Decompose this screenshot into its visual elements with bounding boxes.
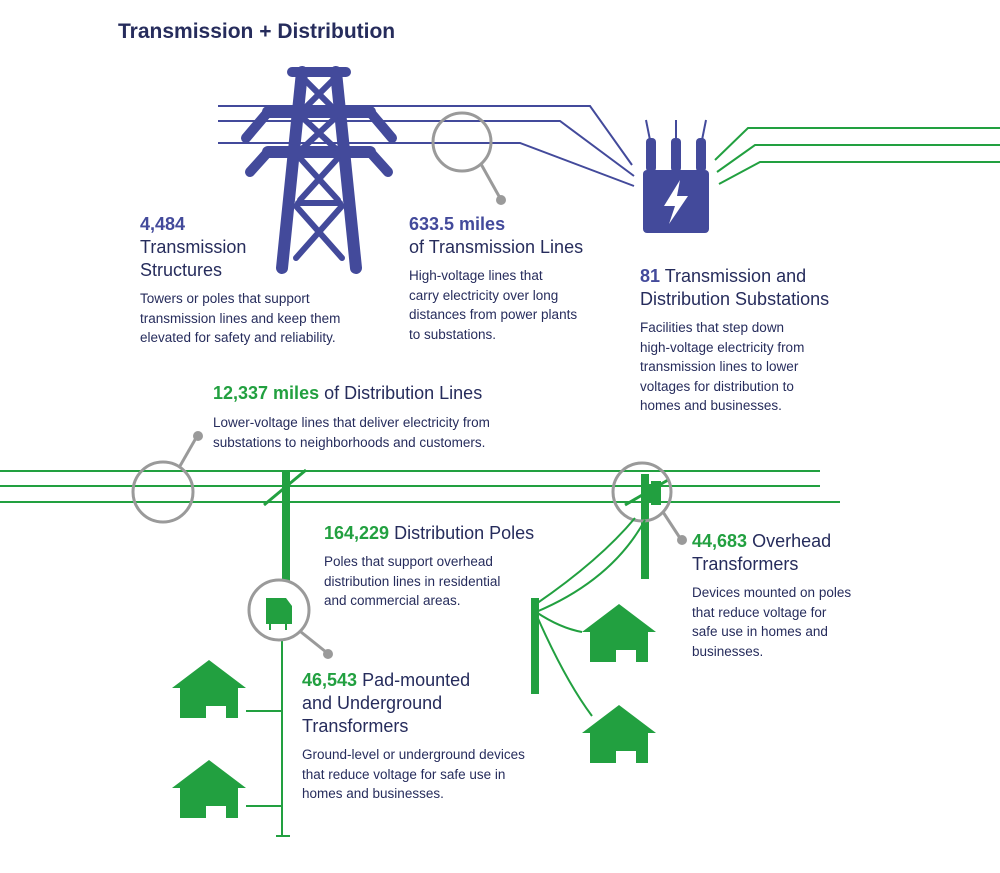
distribution-poles-value: 164,229 xyxy=(324,523,390,543)
substations-heading: 81 Transmission and Distribution Substat… xyxy=(640,265,829,311)
pad-transformers-label: Transformers xyxy=(302,716,409,736)
distribution-lines-label: of Distribution Lines xyxy=(324,383,483,403)
description-line: safe use in homes and xyxy=(692,624,828,639)
distribution-poles-label: Distribution Poles xyxy=(394,523,535,543)
transmission-lines-value: 633.5 miles xyxy=(409,214,506,234)
distribution-pole-icon xyxy=(531,598,539,694)
description-line: Devices mounted on poles xyxy=(692,585,852,600)
overhead-transformers-label: Overhead xyxy=(752,531,832,551)
pad-transformers-label: Pad-mounted xyxy=(362,670,471,690)
transmission-structures-heading: 4,484 Transmission Structures xyxy=(140,213,246,282)
pad-transformers-heading: 46,543 Pad-mounted and Underground Trans… xyxy=(302,669,470,738)
magnifier-icon xyxy=(131,431,203,524)
house-icon xyxy=(582,604,656,763)
pad-transformers-description: Ground-level or underground devices that… xyxy=(302,745,525,804)
description-line: Lower-voltage lines that deliver electri… xyxy=(213,415,490,430)
description-line: homes and businesses. xyxy=(640,398,782,413)
description-line: carry electricity over long xyxy=(409,287,559,303)
description-line: Poles that support overhead xyxy=(324,554,493,569)
description-line: transmission lines to lower xyxy=(640,359,799,374)
description-line: high-voltage electricity from xyxy=(640,339,805,355)
description-line: voltages for distribution to xyxy=(640,378,794,394)
distribution-lines-heading: 12,337 miles of Distribution Lines xyxy=(213,382,482,405)
description-line: Facilities that step down xyxy=(640,320,785,335)
description-line: and commercial areas. xyxy=(324,593,461,608)
service-drop-lines xyxy=(535,517,646,717)
substations-value: 81 xyxy=(640,266,661,286)
description-line: to substations. xyxy=(409,326,497,342)
distribution-poles-description: Poles that support overhead distribution… xyxy=(324,552,500,611)
distribution-pole-icon xyxy=(246,468,307,837)
description-line: elevated for safety and reliability. xyxy=(140,330,336,345)
transmission-lines-heading: 633.5 miles of Transmission Lines xyxy=(409,213,583,259)
distribution-lines-description: Lower-voltage lines that deliver electri… xyxy=(213,413,490,452)
substations-label: Distribution Substations xyxy=(640,289,830,309)
substation-icon xyxy=(643,119,709,233)
overhead-transformers-heading: 44,683 Overhead Transformers xyxy=(692,530,831,576)
description-line: substations to neighborhoods and custome… xyxy=(213,434,486,450)
description-line: that reduce voltage for safe use in xyxy=(302,766,506,782)
transmission-structures-description: Towers or poles that support transmissio… xyxy=(140,289,340,348)
description-line: distances from power plants xyxy=(409,307,578,322)
transmission-structures-label: Transmission xyxy=(140,237,247,257)
transmission-structures-label: Structures xyxy=(140,260,223,280)
description-line: High-voltage lines that xyxy=(409,268,543,283)
description-line: Towers or poles that support xyxy=(140,291,310,306)
distribution-feed-lines xyxy=(714,127,1000,185)
pad-transformers-label: and Underground xyxy=(302,693,443,713)
pad-transformers-value: 46,543 xyxy=(302,670,358,690)
description-line: distribution lines in residential xyxy=(324,573,501,589)
overhead-transformers-label: Transformers xyxy=(692,554,799,574)
description-line: transmission lines and keep them xyxy=(140,310,341,326)
transmission-lines-label: of Transmission Lines xyxy=(409,237,584,257)
description-line: businesses. xyxy=(692,643,764,659)
description-line: Ground-level or underground devices xyxy=(302,747,525,762)
magnifier-icon xyxy=(431,111,506,205)
transmission-structures-value: 4,484 xyxy=(140,214,186,234)
distribution-lines-value: 12,337 miles xyxy=(213,383,320,403)
overhead-transformers-value: 44,683 xyxy=(692,531,748,551)
substations-label: Transmission and xyxy=(664,266,807,286)
distribution-lines xyxy=(0,470,840,503)
distribution-poles-heading: 164,229 Distribution Poles xyxy=(324,522,534,545)
transmission-tower-icon xyxy=(241,66,397,274)
transmission-lines-description: High-voltage lines that carry electricit… xyxy=(409,266,577,344)
overhead-transformer-icon xyxy=(611,461,687,579)
house-icon xyxy=(172,660,246,818)
description-line: that reduce voltage for xyxy=(692,604,827,620)
overhead-transformers-description: Devices mounted on poles that reduce vol… xyxy=(692,583,851,661)
page-title: Transmission + Distribution xyxy=(118,20,396,43)
pad-transformer-icon xyxy=(247,578,333,659)
substations-description: Facilities that step down high-voltage e… xyxy=(640,318,804,416)
description-line: homes and businesses. xyxy=(302,786,444,801)
